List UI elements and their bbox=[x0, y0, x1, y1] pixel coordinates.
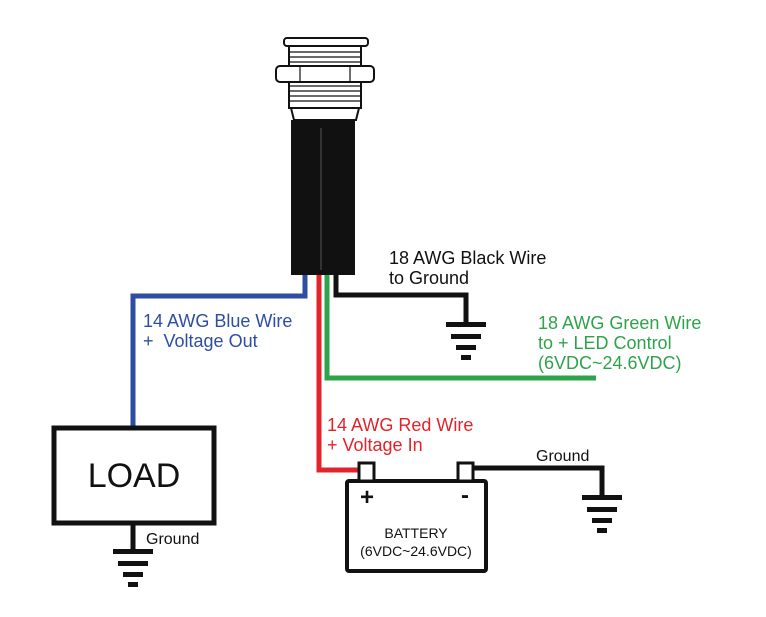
red-wire-label-line2: + Voltage In bbox=[327, 435, 423, 455]
green-wire-label-line2: to + LED Control bbox=[538, 333, 672, 353]
ground-symbol-icon bbox=[113, 549, 153, 587]
green-wire-label-line3: (6VDC~24.6VDC) bbox=[538, 353, 682, 373]
black-wire-label-line1: 18 AWG Black Wire bbox=[389, 248, 546, 268]
red-wire-label: 14 AWG Red Wire + Voltage In bbox=[327, 415, 473, 455]
green-wire-label: 18 AWG Green Wire to + LED Control (6VDC… bbox=[538, 313, 701, 373]
blue-wire-label-line1: 14 AWG Blue Wire bbox=[143, 311, 292, 331]
red-wire-label-line1: 14 AWG Red Wire bbox=[327, 415, 473, 435]
blue-wire-label-line2: + Voltage Out bbox=[143, 331, 258, 351]
green-wire-label-line1: 18 AWG Green Wire bbox=[538, 313, 701, 333]
ground-symbol-icon bbox=[446, 322, 486, 360]
battery-ground-wire bbox=[473, 465, 605, 495]
battery-range-label: (6VDC~24.6VDC) bbox=[360, 543, 472, 559]
battery-name-label: BATTERY bbox=[384, 525, 448, 541]
green-wire bbox=[324, 275, 596, 381]
black-wire-label: 18 AWG Black Wire to Ground bbox=[389, 248, 546, 288]
load-label: LOAD bbox=[88, 457, 181, 495]
battery-ground-label: Ground bbox=[536, 448, 589, 465]
battery-icon bbox=[345, 461, 488, 573]
battery-minus-sign: - bbox=[461, 482, 469, 509]
black-wire-label-line2: to Ground bbox=[389, 268, 469, 288]
battery-plus-sign: + bbox=[360, 484, 374, 511]
blue-wire bbox=[130, 275, 308, 428]
black-wire bbox=[333, 275, 469, 322]
ground-symbol-icon bbox=[582, 495, 622, 533]
load-ground-label: Ground bbox=[146, 531, 199, 548]
blue-wire-label: 14 AWG Blue Wire + Voltage Out bbox=[143, 311, 292, 351]
push-button-switch-icon bbox=[275, 37, 375, 275]
